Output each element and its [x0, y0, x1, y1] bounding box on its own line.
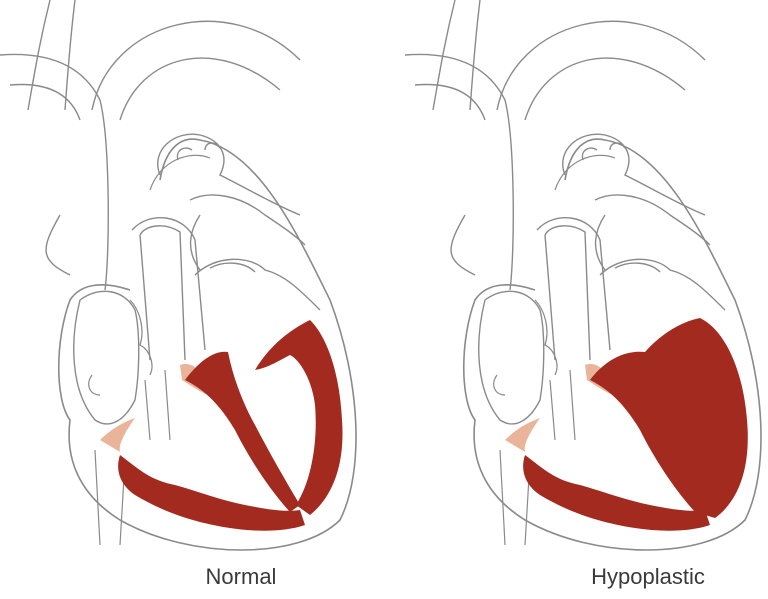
septum [185, 352, 300, 512]
normal-label: Normal [141, 564, 341, 590]
hypoplastic-heart-illustration [405, 0, 761, 550]
left-ventricle-wall [255, 320, 343, 515]
tricuspid-valve [100, 418, 135, 452]
hypoplastic-label: Hypoplastic [548, 564, 748, 590]
tricuspid-valve [505, 418, 540, 452]
normal-heart-illustration [0, 0, 356, 550]
hypoplastic-left-ventricle [590, 318, 748, 518]
